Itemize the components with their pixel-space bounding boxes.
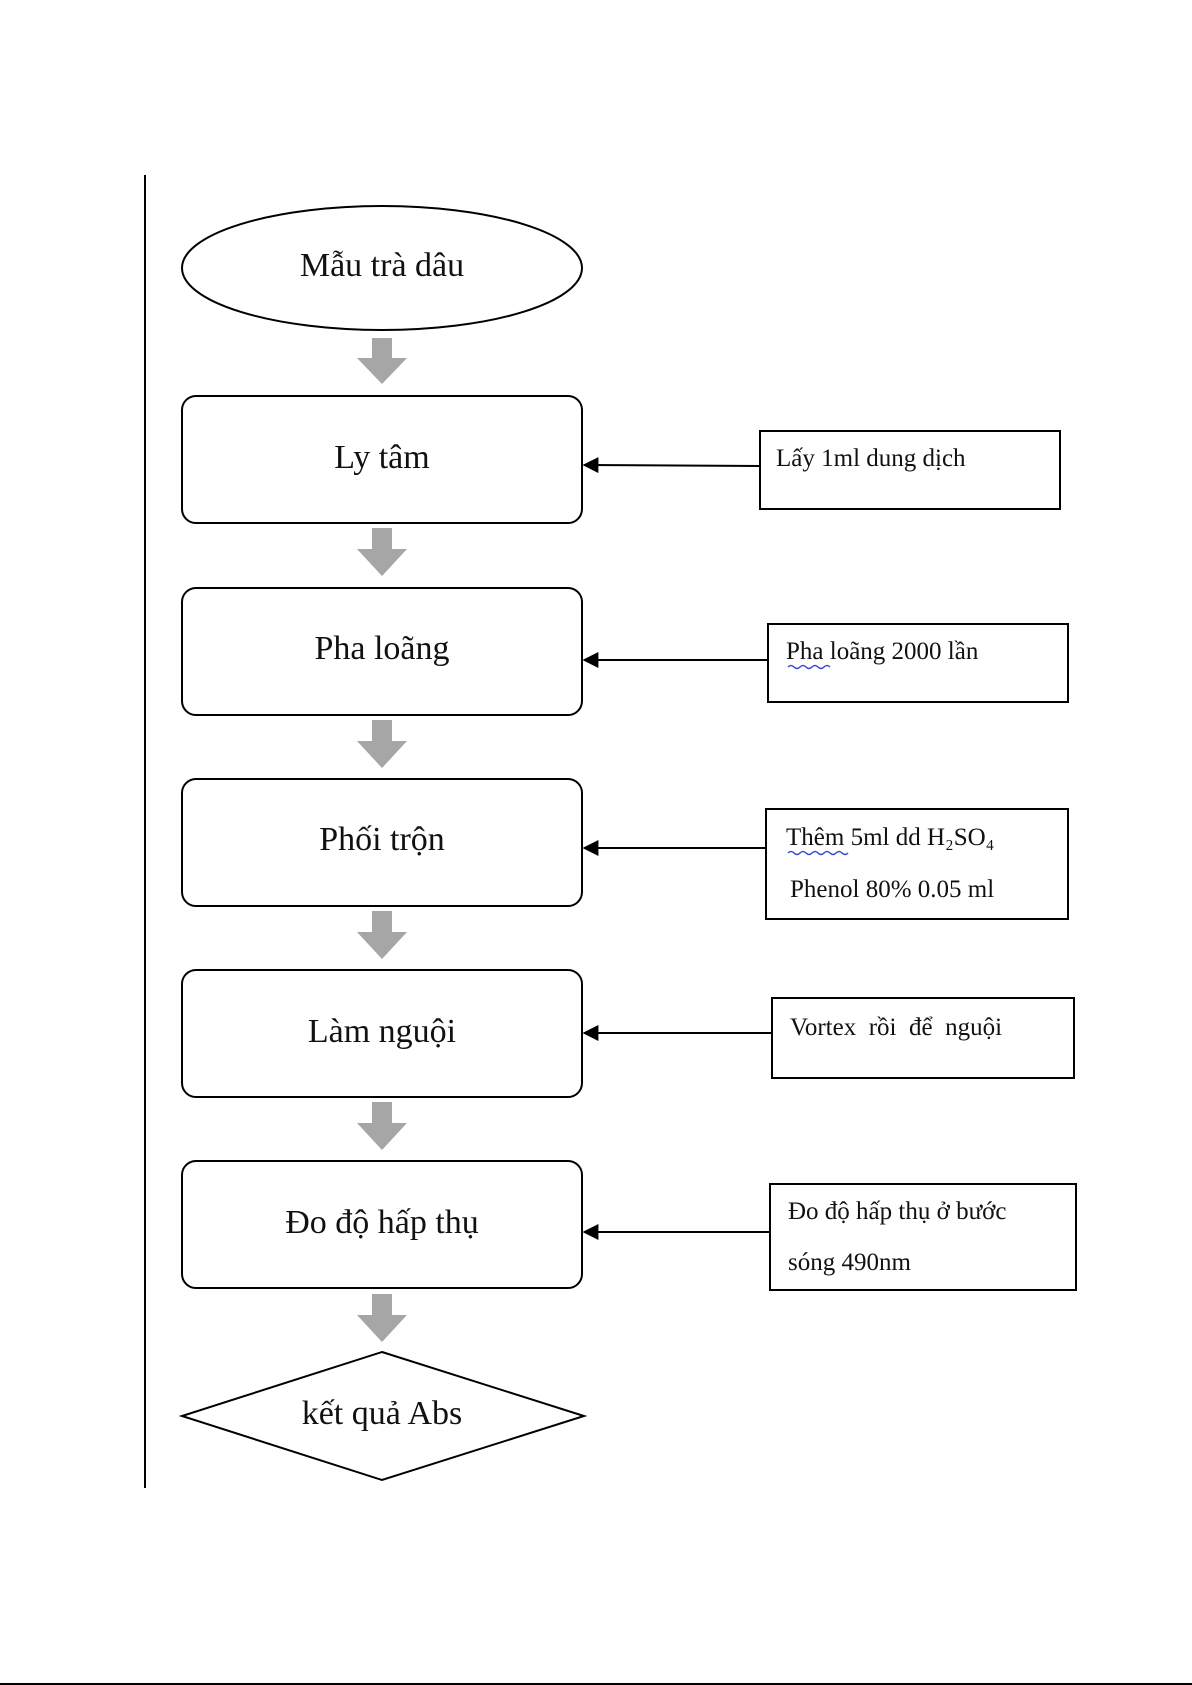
note-box-measure: Đo độ hấp thụ ở bước sóng 490nm: [770, 1184, 1076, 1290]
flow-arrow-down: [357, 911, 407, 959]
note-text-mix-line2: Phenol 80% 0.05 ml: [790, 876, 994, 903]
flow-arrow-down: [357, 338, 407, 384]
step-label-mix: Phối trộn: [319, 821, 445, 858]
flow-step-measure: Đo độ hấp thụ: [182, 1161, 582, 1288]
flow-step-start: Mẫu trà dâu: [182, 206, 582, 330]
note-box-cool: Vortex rồi để nguội: [772, 998, 1074, 1078]
flow-step-result: kết quả Abs: [182, 1352, 584, 1480]
step-label-result: kết quả Abs: [302, 1395, 463, 1432]
step-label-start: Mẫu trà dâu: [300, 247, 464, 284]
note-text-dilute: Pha loãng 2000 lần: [786, 638, 979, 665]
note-box-centrifuge: Lấy 1ml dung dịch: [760, 431, 1060, 509]
note-text-measure-line1: Đo độ hấp thụ ở bước: [788, 1198, 1006, 1225]
note-text-measure-line2: sóng 490nm: [788, 1249, 911, 1276]
flow-arrow-down: [357, 720, 407, 768]
flow-step-mix: Phối trộn: [182, 779, 582, 906]
note-text-mix-line1: Thêm 5ml dd H₂SO₄: [786, 824, 994, 851]
flow-step-cool: Làm nguội: [182, 970, 582, 1097]
connector-arrow: [584, 465, 760, 466]
flow-step-dilute: Pha loãng: [182, 588, 582, 715]
note-box-mix: Thêm 5ml dd H₂SO₄ Phenol 80% 0.05 ml: [766, 809, 1068, 919]
note-connectors: [584, 465, 772, 1232]
flow-arrow-down: [357, 1102, 407, 1150]
step-label-cool: Làm nguội: [308, 1013, 456, 1050]
note-text-centrifuge: Lấy 1ml dung dịch: [776, 445, 966, 472]
step-label-dilute: Pha loãng: [314, 630, 449, 667]
flow-arrow-down: [357, 528, 407, 576]
note-text-cool: Vortex rồi để nguội: [790, 1014, 1002, 1041]
flow-step-centrifuge: Ly tâm: [182, 396, 582, 523]
flow-arrow-down: [357, 1294, 407, 1342]
note-box-dilute: Pha loãng 2000 lần: [768, 624, 1068, 702]
step-label-measure: Đo độ hấp thụ: [285, 1204, 479, 1241]
step-label-centrifuge: Ly tâm: [334, 439, 429, 476]
